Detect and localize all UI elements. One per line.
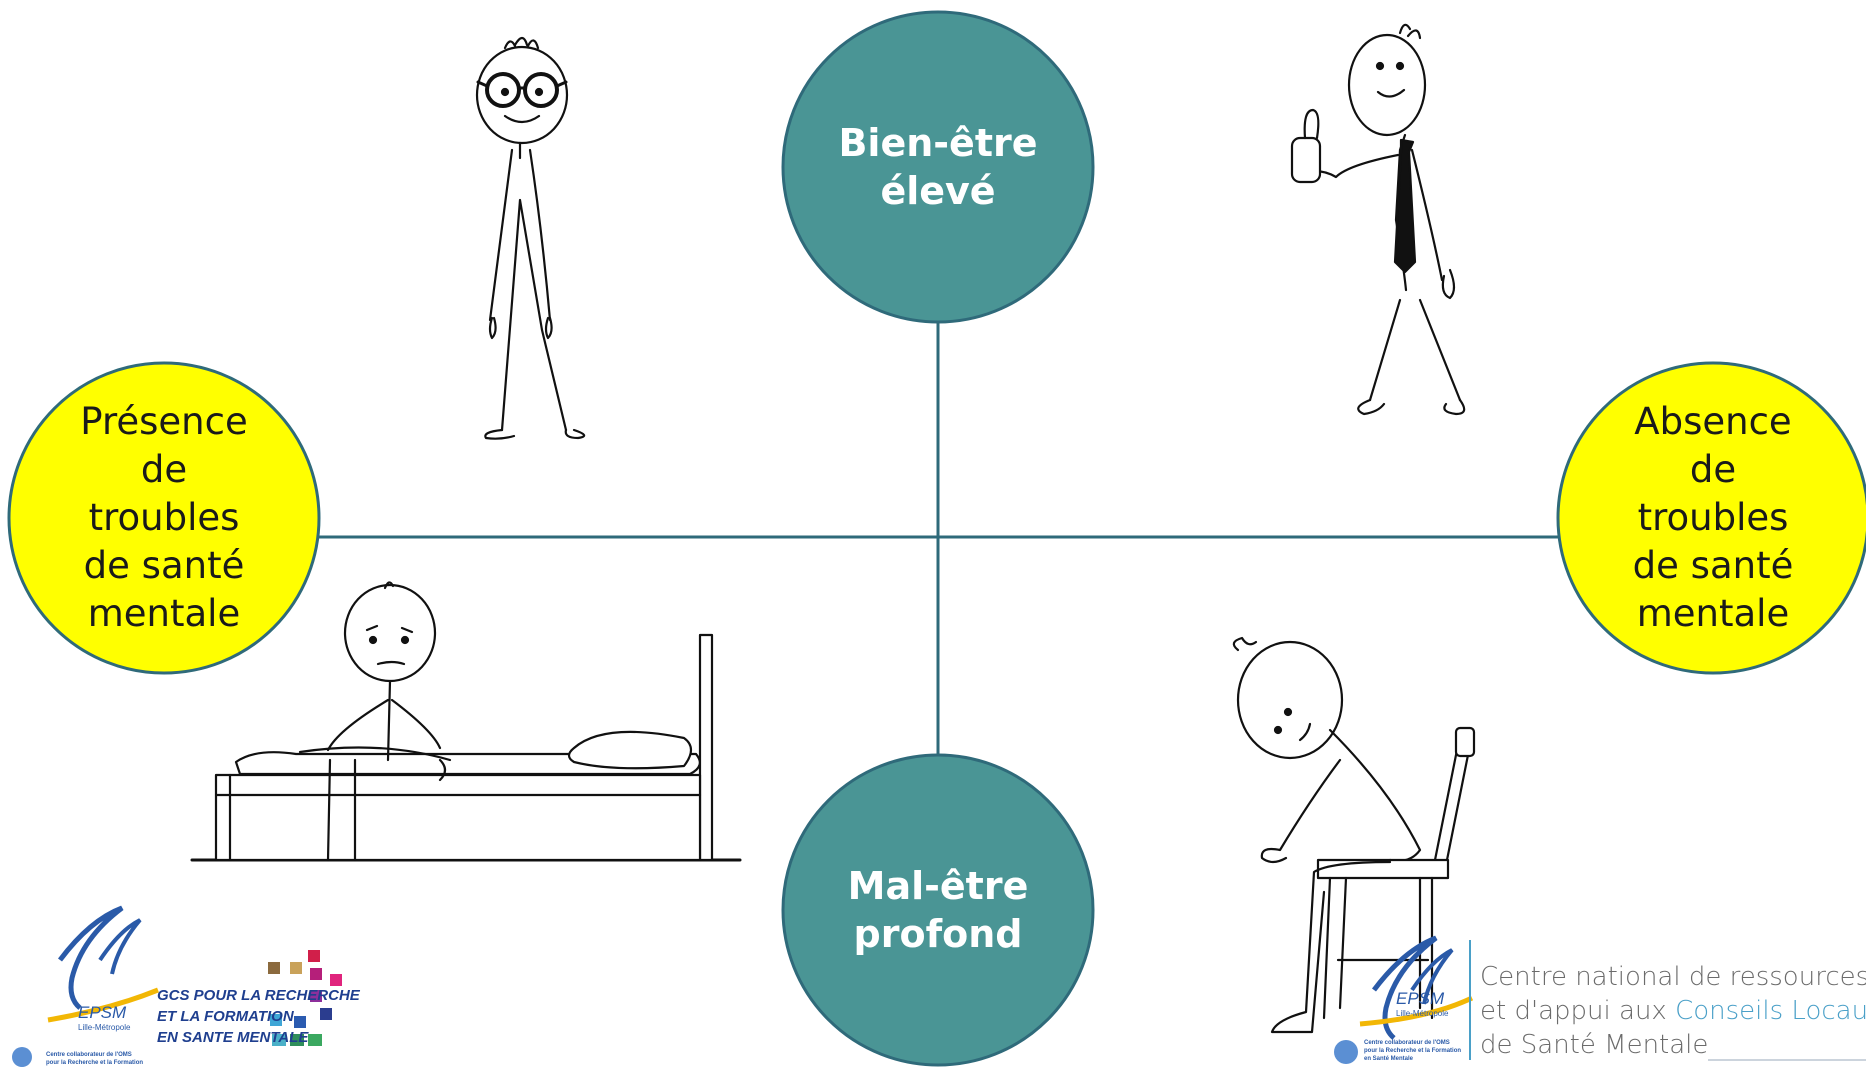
absence-line-4: de santé	[1633, 542, 1794, 590]
epsm-left-logo	[12, 908, 158, 1067]
figure-thumbs-up	[1292, 25, 1464, 414]
epsm-left-name: EPSM	[78, 1003, 127, 1022]
absence-line-3: troubles	[1638, 494, 1789, 542]
cnr-logo-text: Centre national de ressources et d'appui…	[1480, 960, 1866, 1062]
epsm-right-name: EPSM	[1396, 989, 1445, 1008]
label-absence: Absence de troubles de santé mentale	[1573, 398, 1853, 638]
presence-line-1: Présence	[80, 398, 247, 446]
epsm-right-sub: Lille-Métropole	[1396, 1009, 1449, 1018]
gcs-line-2: ET LA FORMATION	[157, 1008, 295, 1025]
cnr-line-2-plain: et d'appui aux	[1480, 996, 1675, 1026]
cnr-line-2-accent: Conseils Locaux	[1675, 996, 1866, 1026]
figure-glasses	[477, 38, 584, 439]
absence-line-5: mentale	[1637, 590, 1789, 638]
absence-line-2: de	[1690, 446, 1736, 494]
cnr-line-1: Centre national de ressources	[1480, 960, 1866, 994]
mal-etre-line-1: Mal-être	[848, 862, 1029, 910]
cnr-line-2: et d'appui aux Conseils Locaux	[1480, 994, 1866, 1028]
presence-line-5: mentale	[88, 590, 240, 638]
mal-etre-line-2: profond	[854, 910, 1023, 958]
bien-etre-line-1: Bien-être	[838, 119, 1037, 167]
gcs-line-1: GCS POUR LA RECHERCHE	[157, 987, 361, 1004]
absence-line-1: Absence	[1634, 398, 1791, 446]
presence-line-3: troubles	[89, 494, 240, 542]
label-mal-etre: Mal-être profond	[788, 860, 1088, 960]
epsm-left-caption-1: Centre collaborateur de l'OMS	[46, 1052, 132, 1058]
bien-etre-line-2: élevé	[880, 167, 995, 215]
epsm-left-sub: Lille-Métropole	[78, 1023, 131, 1032]
epsm-right-caption-1: Centre collaborateur de l'OMS	[1364, 1040, 1450, 1046]
gcs-line-3: EN SANTE MENTALE	[157, 1029, 309, 1046]
label-presence: Présence de troubles de santé mentale	[24, 398, 304, 638]
epsm-right-caption-2: pour la Recherche et la Formation	[1364, 1048, 1461, 1054]
epsm-right-caption-3: en Santé Mentale	[1364, 1056, 1414, 1062]
presence-line-4: de santé	[84, 542, 245, 590]
epsm-left-caption-2: pour la Recherche et la Formation	[46, 1060, 143, 1066]
presence-line-2: de	[141, 446, 187, 494]
label-bien-etre: Bien-être élevé	[788, 117, 1088, 217]
cnr-line-3: de Santé Mentale	[1480, 1028, 1866, 1062]
